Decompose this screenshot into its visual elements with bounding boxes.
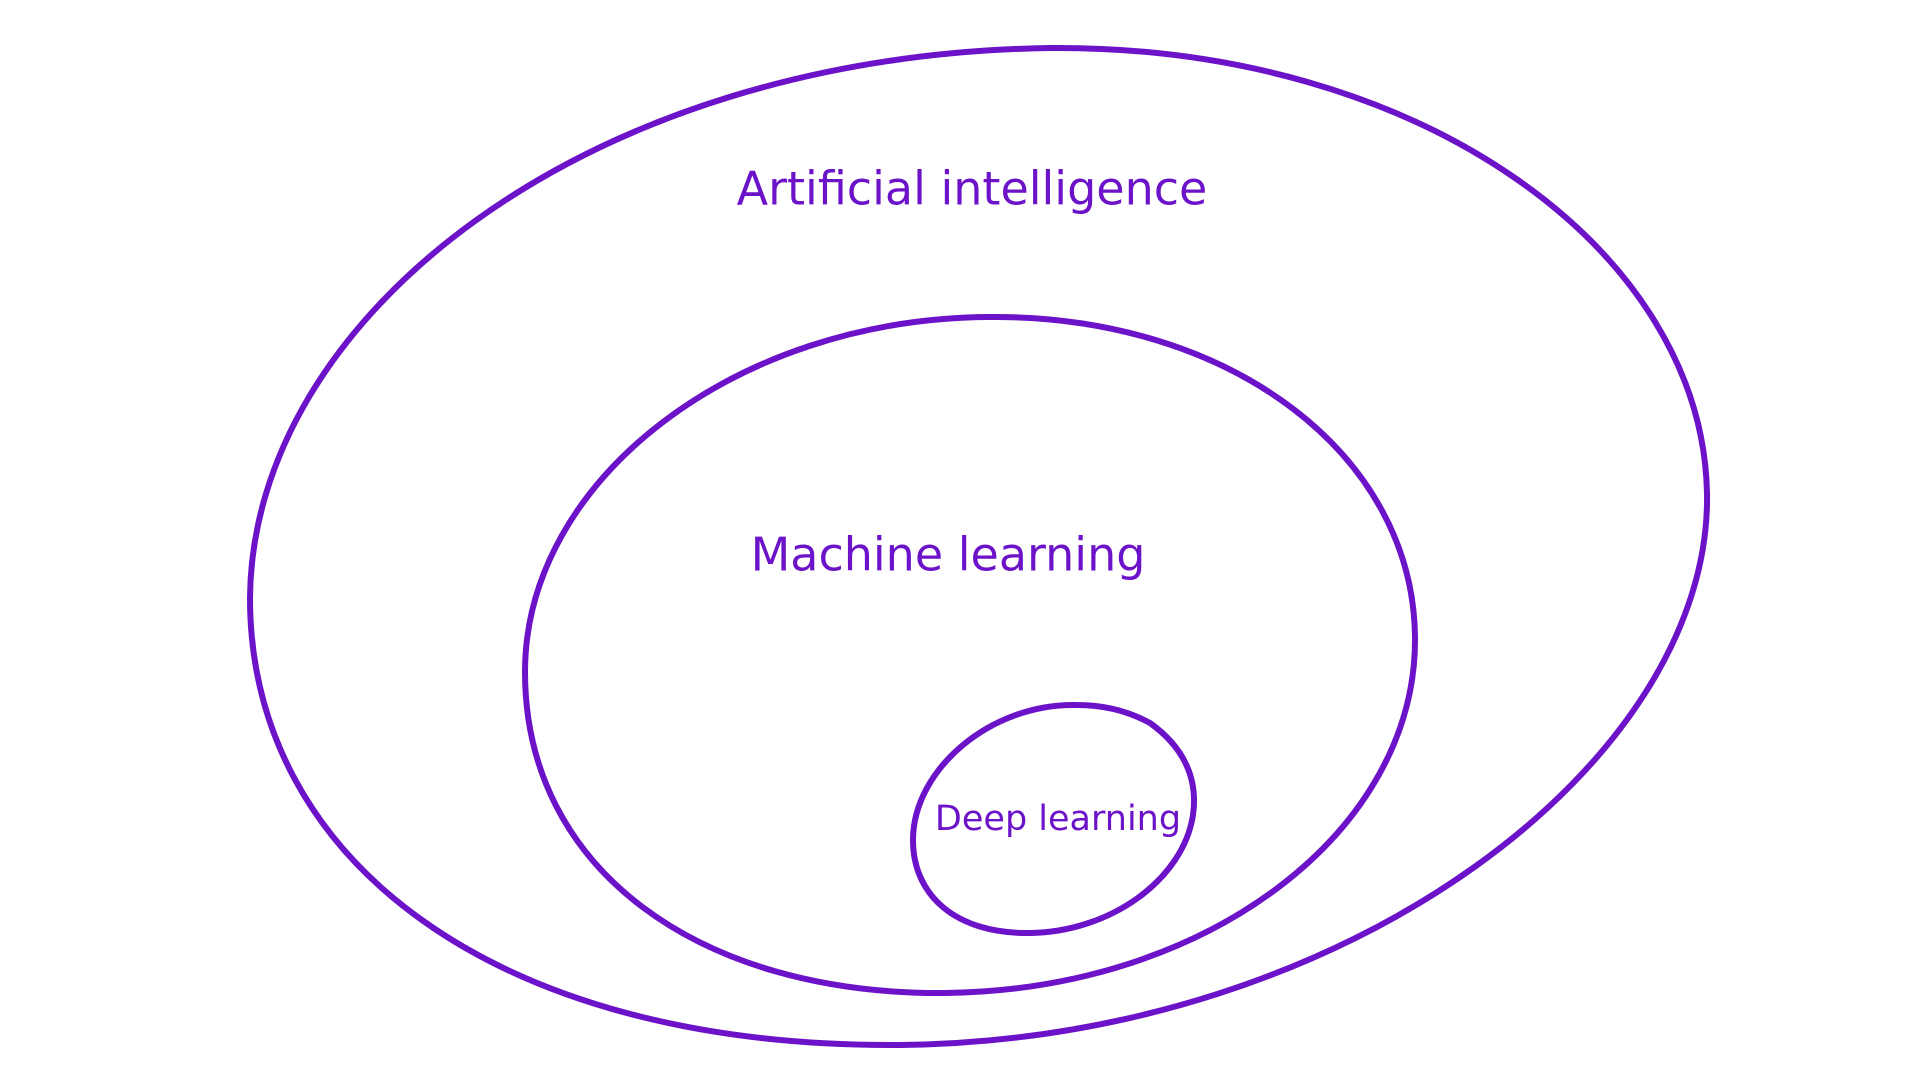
ml-set: Machine learning [522, 313, 1418, 997]
ai-label: Artificial intelligence [737, 162, 1208, 216]
ai-ellipse [247, 44, 1711, 1049]
dl-ellipse [910, 701, 1197, 937]
ai-set: Artificial intelligence [247, 44, 1711, 1049]
ml-ellipse [522, 313, 1418, 997]
dl-set: Deep learning [910, 701, 1197, 937]
dl-label: Deep learning [935, 799, 1181, 839]
ml-label: Machine learning [751, 528, 1146, 582]
